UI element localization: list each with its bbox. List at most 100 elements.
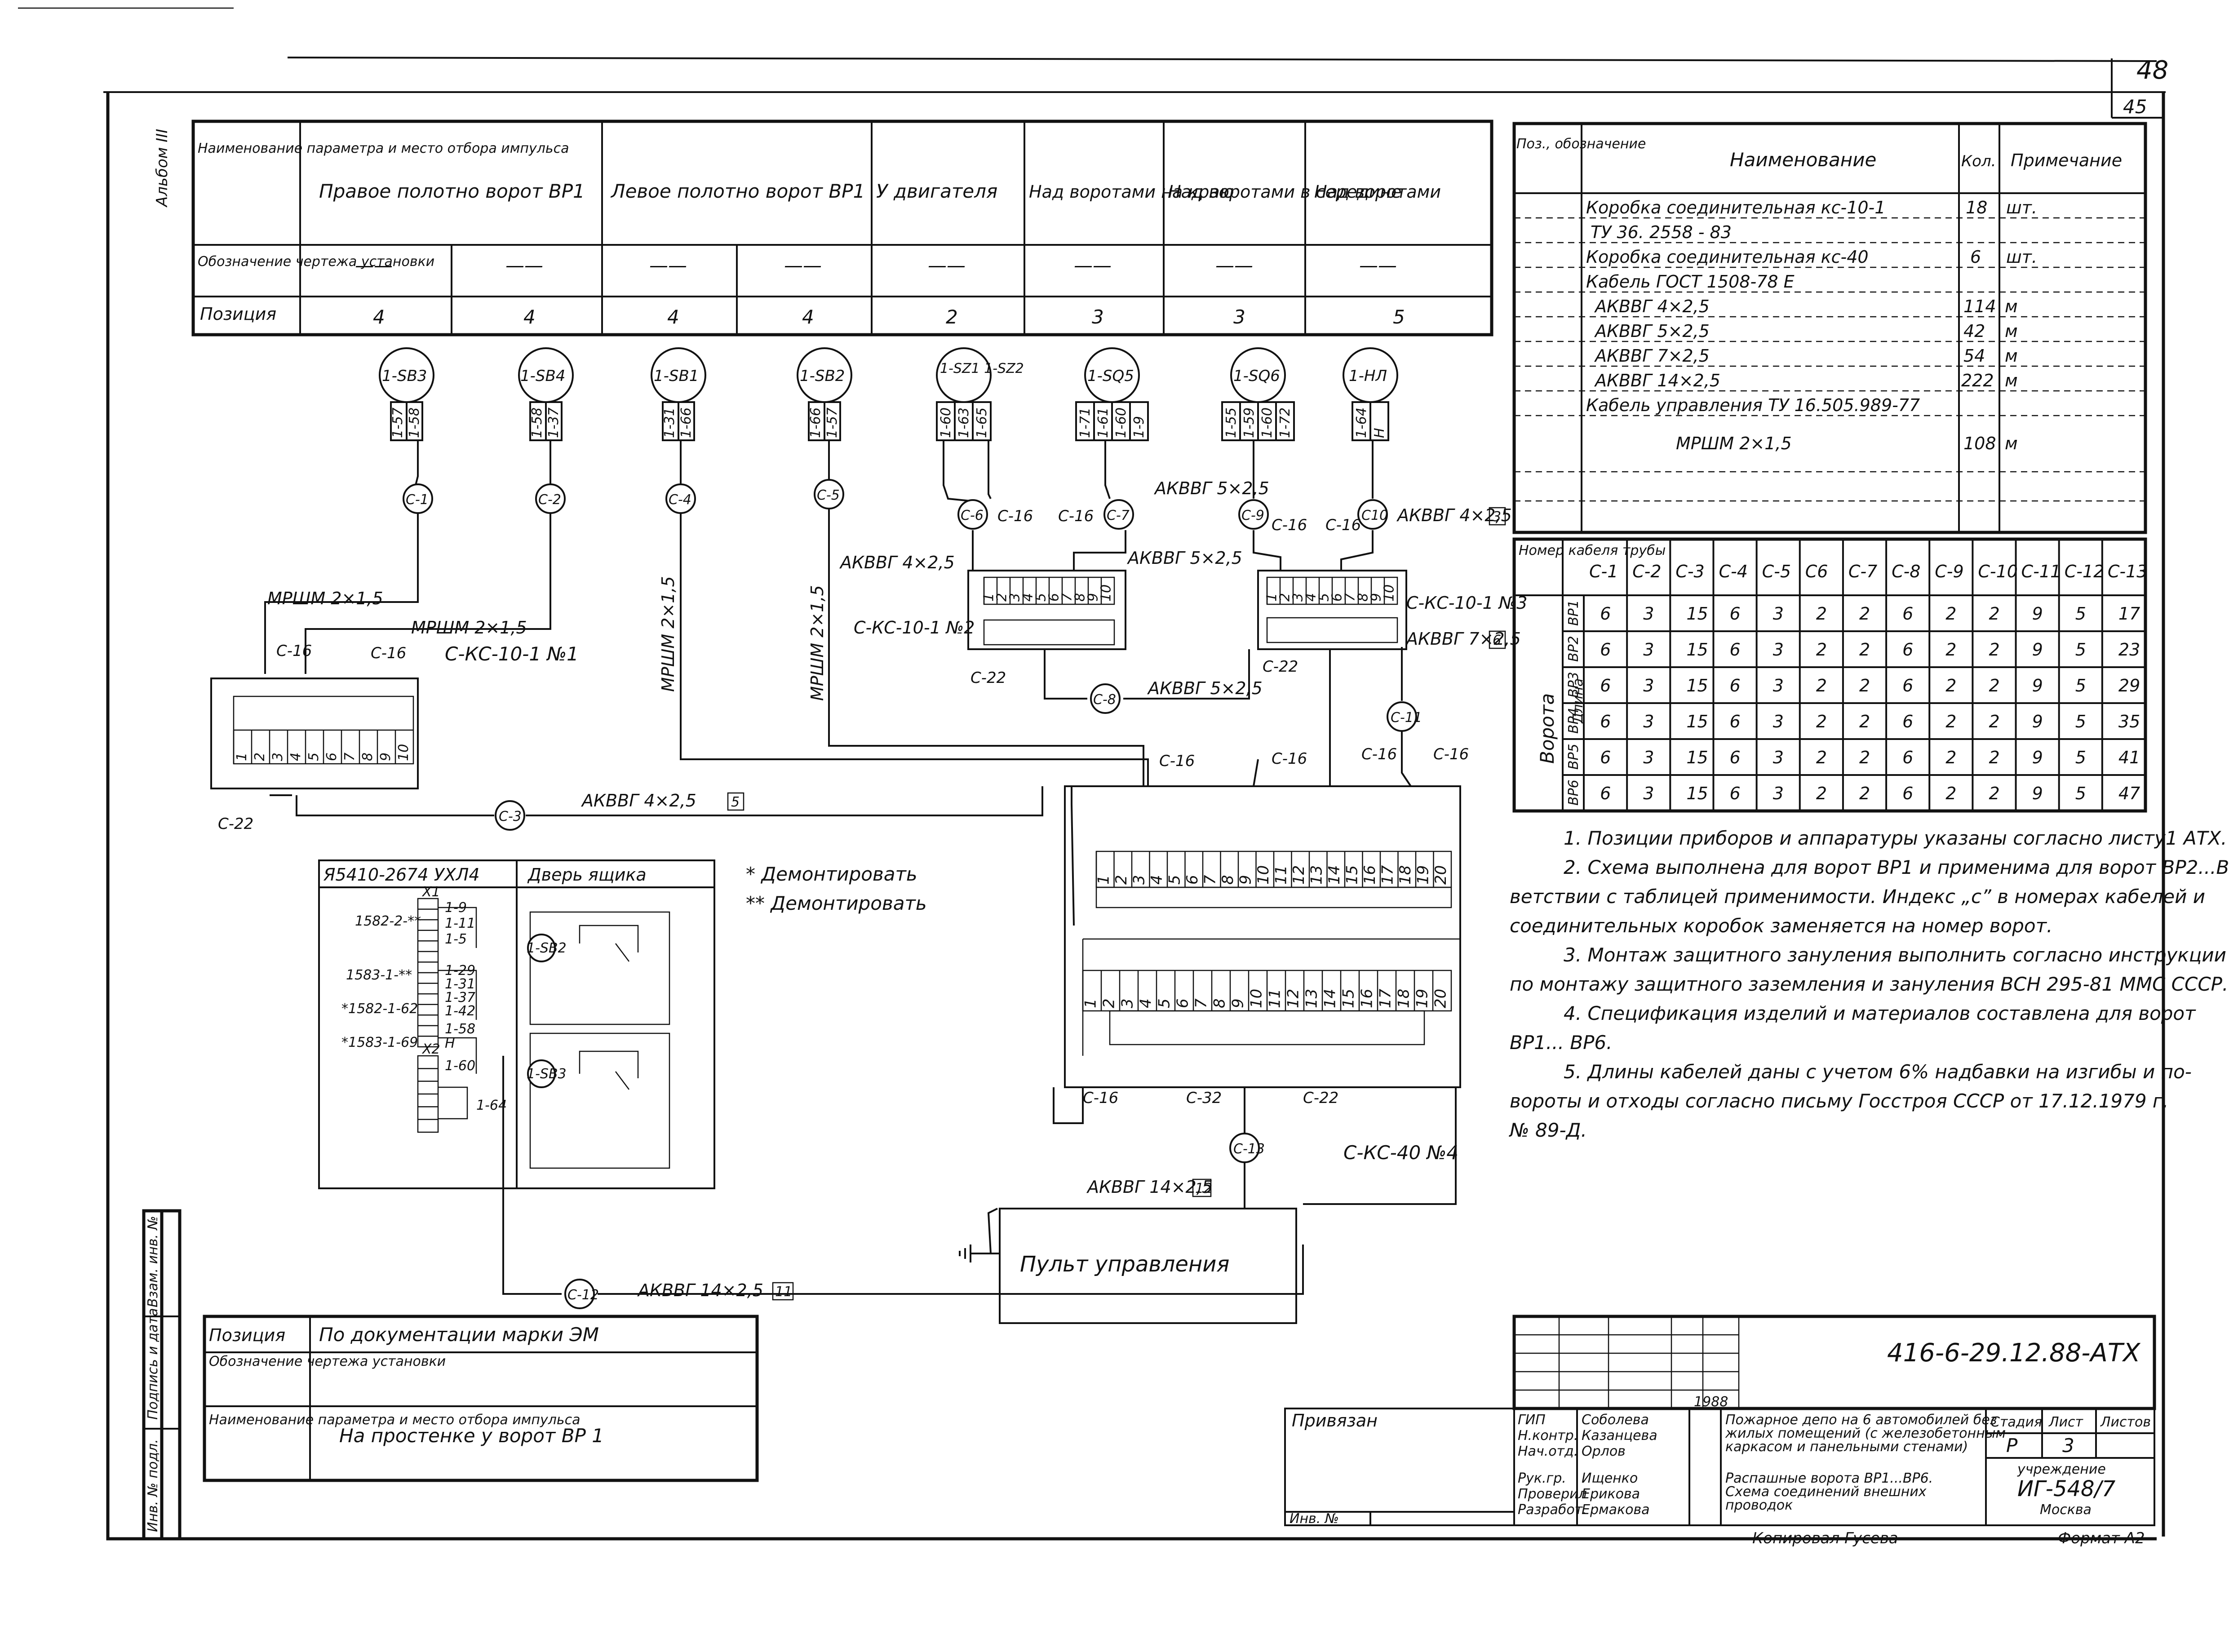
cable-tag-label: С10 xyxy=(1361,508,1388,523)
role: Рук.гр. xyxy=(1518,1470,1566,1486)
box-terminal-number: 13 xyxy=(1308,865,1326,885)
bl-row1-label: Позиция xyxy=(209,1325,285,1345)
cable-tag-box: 6 xyxy=(1493,633,1501,648)
length-gate: ВР6 xyxy=(1566,779,1582,806)
spec-row-note: м xyxy=(2005,346,2018,366)
length-col-header: С-10 xyxy=(1978,562,2018,581)
spec-row-note: м xyxy=(2005,297,2018,316)
gland-label: С-16 xyxy=(276,642,312,660)
cable-tags: С-1 С-2 С-4 С-5 С-6 С-7 С-9 С10 С-8 С-11… xyxy=(403,479,1422,1309)
note-line: 2. Схема выполнена для ворот ВР1 и приме… xyxy=(1564,856,2229,878)
box-terminal-number: 3 xyxy=(1119,998,1137,1008)
gland-label: С-16 xyxy=(1159,752,1195,770)
stamp-label: Инв. № подл. xyxy=(145,1439,161,1532)
length-cell: 6 xyxy=(1730,676,1741,695)
length-cell: 6 xyxy=(1600,712,1611,731)
length-cell: 6 xyxy=(1600,604,1611,624)
spec-row-qty: 54 xyxy=(1963,346,1985,366)
doc-code: 416-6-29.12.88-АТХ xyxy=(1887,1338,2141,1368)
bl-row3-label: Наименование параметра и место отбора им… xyxy=(209,1412,580,1428)
title-line: Распашные ворота ВР1...ВР6. xyxy=(1725,1470,1933,1486)
format: Формат А2 xyxy=(2058,1529,2145,1547)
length-col-header: С-13 xyxy=(2108,562,2148,581)
note-line: соединительных коробок заменяется на ном… xyxy=(1510,915,2052,937)
box-terminal-number: 16 xyxy=(1361,865,1379,885)
device-label: 1-SZ1 1-SZ2 xyxy=(940,361,1024,376)
devices: 1-SB3 1-SB4 1-SB1 1-SB2 1-SZ1 1-SZ2 1-SQ… xyxy=(379,347,1398,403)
bottom-left-table: Позиция По документации марки ЭМ Обознач… xyxy=(203,1315,759,1482)
gland-label: С-16 xyxy=(1325,516,1361,534)
cable-tag-label: С-4 xyxy=(669,492,691,508)
box-terminal-number: 17 xyxy=(1379,865,1397,885)
pos-4: 4 xyxy=(802,306,814,328)
row-label-position: Позиция xyxy=(200,304,276,324)
role: Нач.отд. xyxy=(1518,1444,1578,1459)
terminal-label: 1-59 xyxy=(1241,407,1257,438)
cable-label: АКВВГ 14×2,5 xyxy=(1086,1177,1213,1197)
length-cell: 6 xyxy=(1902,748,1913,767)
cabinet-terminal: 1-11 xyxy=(445,916,475,931)
parameter-table: Наименование параметра и место отбора им… xyxy=(191,120,1493,337)
junction-box-1 xyxy=(210,678,419,789)
device-label: 1-SB1 xyxy=(654,367,699,385)
box-terminal-number: 8 xyxy=(1211,998,1229,1008)
length-cell: 3 xyxy=(1773,712,1784,731)
length-cell: 5 xyxy=(2075,748,2086,767)
length-cell: 2 xyxy=(1816,712,1827,731)
box-terminal-number: 10 xyxy=(1254,865,1272,885)
terminal-label: 1-60 xyxy=(1259,407,1275,438)
box-terminal-number: 2 xyxy=(252,753,268,761)
cable-label: АКВВГ 4×2,5 xyxy=(581,791,696,810)
gland-label: С-16 xyxy=(1272,750,1307,768)
cable-tag-label: С-9 xyxy=(1241,508,1264,523)
dash-7: —— xyxy=(1215,254,1253,276)
spec-row-name: АКВВГ 14×2,5 xyxy=(1594,371,1720,390)
box-terminal-number: 9 xyxy=(1237,875,1255,885)
box-terminal-number: 2 xyxy=(1100,998,1118,1008)
length-cell: 2 xyxy=(1816,640,1827,660)
device-label: 1-SB3 xyxy=(382,367,427,385)
cable-tag-label: С-11 xyxy=(1391,710,1422,726)
box-terminal-number: 1 xyxy=(1082,998,1100,1008)
box-terminal-number: 12 xyxy=(1290,865,1308,885)
cable-label: АКВВГ 4×2,5 xyxy=(1396,505,1512,525)
spec-header-name: Наименование xyxy=(1730,149,1876,171)
cabinet-note: 1583-1-** xyxy=(346,967,412,983)
box1-label: С-КС-10-1 №1 xyxy=(445,643,579,665)
length-cell: 5 xyxy=(2075,640,2086,660)
length-cell: 3 xyxy=(1643,676,1654,695)
cabinet-terminal: 1-31 xyxy=(445,976,475,992)
length-group-label: Ворота xyxy=(1536,693,1558,764)
dash-2: —— xyxy=(505,254,543,276)
box-terminal-number: 14 xyxy=(1325,865,1343,885)
cable-tag-label: С-13 xyxy=(1233,1141,1265,1157)
length-cell: 9 xyxy=(2032,640,2043,660)
role: Разработ. xyxy=(1518,1502,1587,1518)
terminal-label: 1-64 xyxy=(1354,407,1369,438)
length-cell: 2 xyxy=(1945,640,1956,660)
length-cell: 15 xyxy=(1686,712,1708,731)
box-terminal-number: 2 xyxy=(1112,875,1130,885)
col-header-above: Над воротами xyxy=(1314,182,1441,202)
stamp-label: Взам. инв. № xyxy=(145,1216,161,1307)
box-terminal-number: 10 xyxy=(1098,585,1114,602)
length-cell: 3 xyxy=(1773,748,1784,767)
cabinet-door: Дверь ящика xyxy=(527,865,647,885)
length-gate: ВР5 xyxy=(1566,744,1582,770)
length-cell: 6 xyxy=(1730,784,1741,803)
box-terminal-number: 9 xyxy=(378,753,394,761)
length-cell: 5 xyxy=(2075,784,2086,803)
box-terminal-number: 7 xyxy=(1192,998,1210,1008)
spec-header-qty: Кол. xyxy=(1961,152,1996,170)
length-cell: 6 xyxy=(1730,712,1741,731)
role: Н.контр. xyxy=(1518,1428,1578,1444)
length-gate: ВР3 xyxy=(1566,672,1582,698)
bl-row3-value: На простенке у ворот ВР 1 xyxy=(339,1425,604,1447)
box-terminal-number: 6 xyxy=(1046,593,1062,602)
gland-label: С-16 xyxy=(1361,745,1397,763)
length-cell: 2 xyxy=(1945,676,1956,695)
length-cell: 2 xyxy=(1859,712,1870,731)
device-label: 1-SB2 xyxy=(800,367,845,385)
terminal-label: 1-61 xyxy=(1095,407,1111,438)
